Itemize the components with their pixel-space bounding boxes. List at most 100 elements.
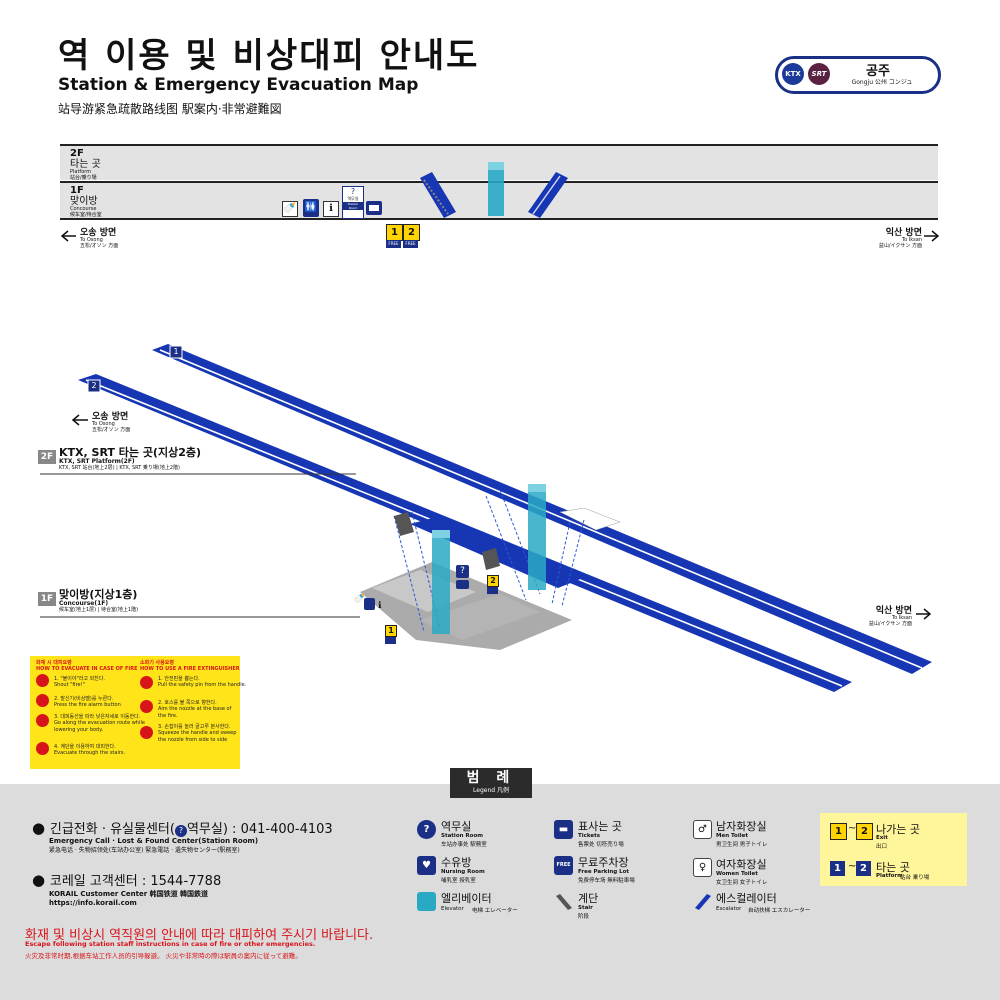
track-2-badge-bg [87,379,101,393]
station-room-small-icon: ? [174,825,187,837]
section-info-icon: ℹ [323,201,339,217]
legend-free-parking-icon: FREE [554,856,573,875]
section-floor1-label: 1F 맞이방 Concourse 候车室/待合室 [70,185,102,218]
station-name-sub: Gongju 公州 コンジュ [851,79,913,86]
plan-floor2-label: KTX, SRT 타는 곳(지상2층) KTX, SRT Platform(2F… [59,446,202,471]
plan-floor1-label: 맞이방(지상1층) Concourse(1F) 候车室(地上1层) | 待合室(… [59,588,139,613]
spray-icon [140,726,153,739]
legend-elevator-cj: 电梯 エレベーター [472,908,518,914]
plan-elevators [432,484,546,634]
plan-floor1-tag: 1F [38,592,56,606]
evac-title-en: HOW TO EVACUATE IN CASE OF FIRE [36,666,138,672]
legend-women-toilet-icon: ♀ [693,858,712,877]
exit-platform-legend: 1 ~ 2 나가는 곳 Exit 出口 1 ~ 2 타는 곳 Platform … [820,813,967,886]
legend-stair-ko: 계단 [578,892,599,905]
legend-women-toilet-en: Women Toilet [716,871,758,877]
station-plan-drawing [40,344,932,692]
legend-station-room-icon: ? [417,820,436,839]
plan-arrow-right [916,608,932,620]
section-line-bottom [60,218,938,220]
warning-ko: 화재 및 비상시 역직원의 안내에 따라 대피하여 주시기 바랍니다. [25,928,374,943]
plan-info-icon: ℹ [378,601,382,611]
section-drawing [60,162,940,242]
station-name: 공주 [866,64,890,79]
page-title-en: Station & Emergency Evacuation Map [58,75,419,95]
legend-exit-cj: 出口 [876,844,888,850]
legend-women-toilet-cj: 女卫生间 女子トイレ [716,880,768,886]
station-badge: KTX SRT 공주 Gongju 公州 コンジュ [775,56,941,94]
legend-station-room-en: Station Room [441,833,483,839]
srt-logo-icon: SRT [808,63,830,85]
section-escalator-left [420,172,456,218]
ext-step-2: 2. 호스를 불 쪽으로 향한다.Aim the nozzle at the b… [158,700,232,719]
legend-free-parking-en: Free Parking Lot [578,869,630,875]
warning-en: Escape following station staff instructi… [25,940,316,948]
section-ticket-icon [366,201,382,215]
legend-ticket-cj: 售票处 切符売り場 [578,842,624,848]
section-arrow-left [60,230,76,242]
plan-toilet-icon [364,598,375,610]
section-nursing-icon: 🍼 [282,201,298,217]
track-2-label: 2 [91,381,97,390]
legend-nursing-ko: 수유방 [441,856,472,869]
legend-exit-1: 1 [830,823,847,840]
plan-exit-2: 2 [487,575,499,587]
legend-escalator-ko: 에스컬레이터 [716,892,777,905]
legend-elevator-en: Elevator [441,906,464,912]
legend-escalator-icon [695,894,711,910]
nozzle-icon [140,700,153,713]
legend-exit-tilde: ~ [848,823,857,834]
legend-platform-ko: 타는 곳 [876,861,910,874]
ktx-logo-icon: KTX [782,63,804,85]
plan-stairs [394,512,500,570]
page-title: 역 이용 및 비상대피 안내도 [58,36,480,76]
evac-step-1: 1. "불이야"라고 외친다.Shout "fire!" [54,676,105,689]
plan-station-room-icon: ? [456,565,469,578]
legend-platform-2: 2 [856,861,871,876]
legend-nursing-en: Nursing Room [441,869,485,875]
plan-floor2-tag: 2F [38,450,56,464]
ext-title-en: HOW TO USE A FIRE EXTINGUISHER [140,666,240,672]
section-station-room-icon: ? 역무실 Station Room [342,186,364,219]
legend-platform-en: Platform [876,873,903,879]
legend-ticket-icon: ▬ [554,820,573,839]
ext-title-ko: 소화기 사용요령 [140,660,174,666]
legend-free-parking-cj: 免费停车场 無料駐車場 [578,878,635,884]
crouch-icon [36,714,49,727]
legend-exit-2: 2 [856,823,873,840]
warning-cj: 火灾及非常时期,根据车站工作人员的引导躲避。 火災や非常時の際は駅員の案内に従っ… [25,952,302,960]
legend-station-room-ko: 역무실 [441,820,472,833]
section-line-top [60,144,938,146]
section-elevator-shaft [488,162,504,216]
section-arrow-right [924,230,940,242]
korail-url: https://info.korail.com [49,899,137,907]
korail-info: ● 코레일 고객센터 : 1544-7788 KORAIL Customer C… [32,871,222,907]
shout-icon [36,674,49,687]
plan-free-parking-2-icon [487,587,498,594]
plan-nursing-icon: 🍼 [354,594,366,604]
legend-escalator-en: Escalator [716,906,742,912]
ext-step-3: 3. 손잡이를 놀러 골고루 분사한다.Squeeze the handle a… [158,724,237,743]
legend-elevator-ko: 엘리베이터 [441,892,492,905]
stairs-evac-icon [36,742,49,755]
alarm-icon [36,694,49,707]
evac-step-3: 3. 대피동선을 따라 낮은자세로 이동한다.Go along the evac… [54,714,145,733]
legend-nursing-cj: 哺乳室 授乳室 [441,878,476,884]
legend-men-toilet-cj: 男卫生间 男子トイレ [716,842,768,848]
legend-ticket-ko: 표사는 곳 [578,820,622,833]
section-free-parking-1: FREE [386,240,401,248]
legend-exit-ko: 나가는 곳 [876,823,920,836]
evac-step-4: 4. 계단을 이용하여 대피한다.Evacuate through the st… [54,744,126,757]
legend-escalator-cj: 自动扶梯 エスカレーター [748,908,811,914]
legend-free-parking-ko: 무료주차장 [578,856,629,869]
pin-icon [140,676,153,689]
plan-exit-1: 1 [385,625,397,637]
legend-men-toilet-en: Men Toilet [716,833,748,839]
legend-ticket-en: Tickets [578,833,601,839]
legend-men-toilet-ko: 남자화장실 [716,820,767,833]
legend-platform-cj: 站台 乗り場 [900,875,930,881]
legend-platform-tilde: ~ [848,861,857,872]
